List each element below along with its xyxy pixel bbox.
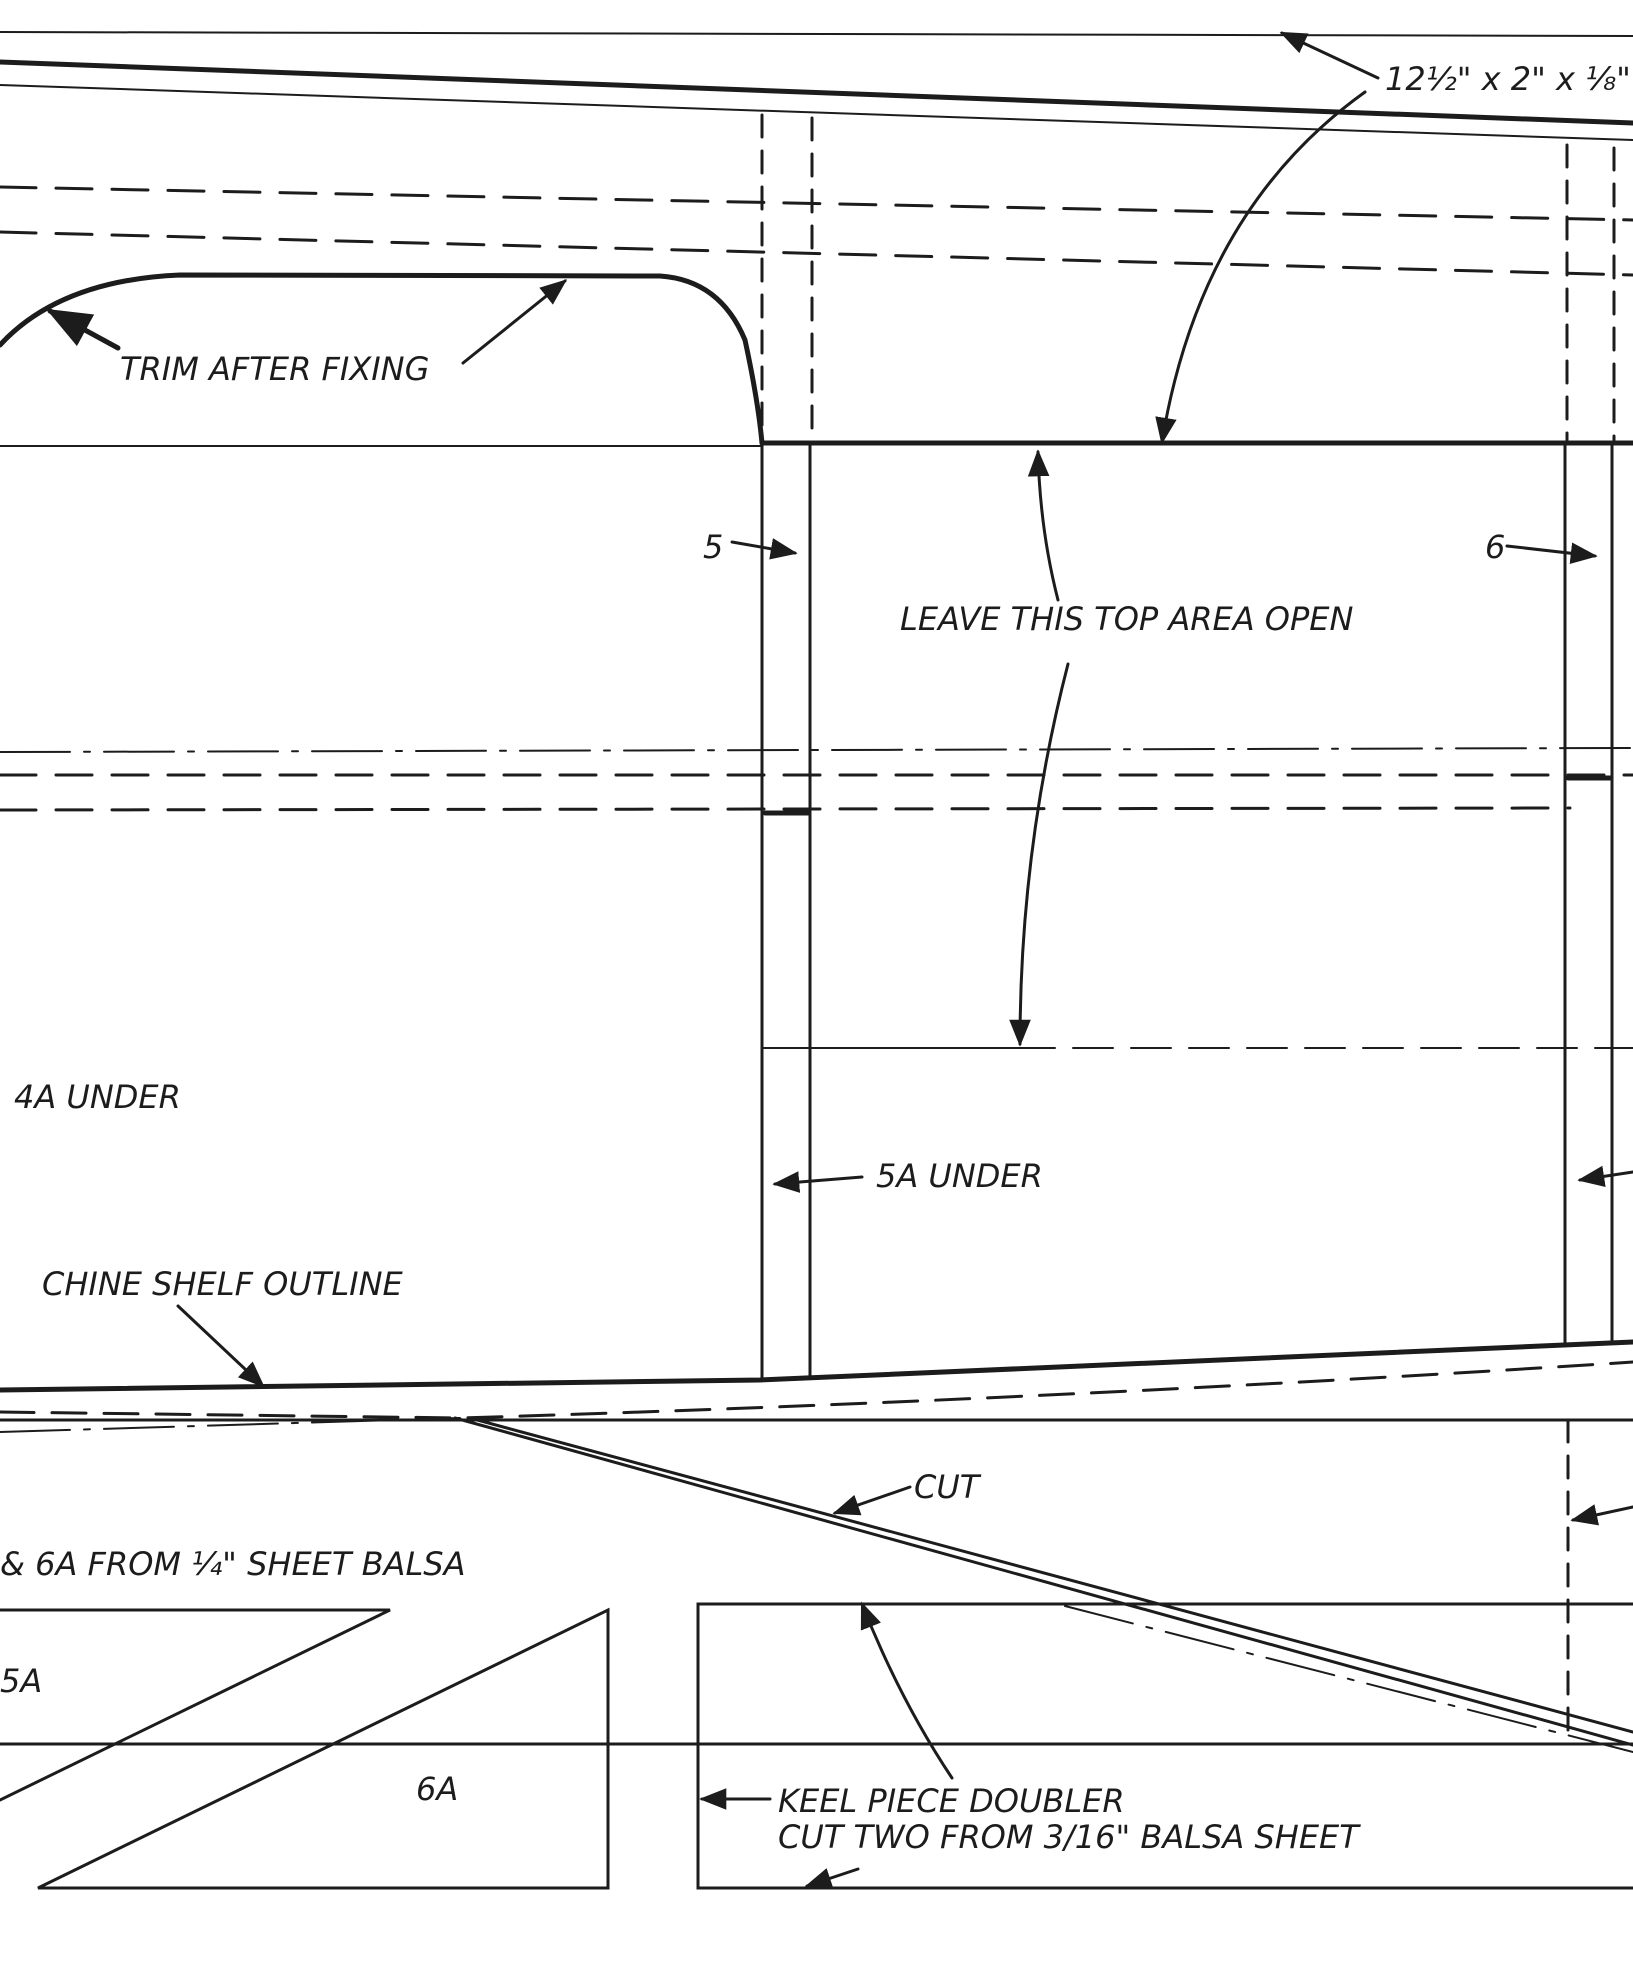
part-5a-label: 5A <box>0 1662 42 1700</box>
arrow-trim-right <box>461 279 568 365</box>
sheet-balsa-label: & 6A FROM ¼" SHEET BALSA <box>0 1545 465 1583</box>
keel-doubler-outline <box>696 1602 1633 1890</box>
arrow-chine <box>176 1304 265 1388</box>
top-strip-thick-edge <box>0 59 1633 126</box>
cut-label: CUT <box>914 1468 982 1506</box>
keel-label-line2: CUT TWO FROM 3/16" BALSA SHEET <box>778 1818 1361 1856</box>
hidden-line-mid-2 <box>0 806 1572 812</box>
arrow-6a-under <box>1577 1165 1633 1188</box>
top-strip-thin-edge <box>0 84 1633 141</box>
cut-line-a <box>453 1416 1633 1747</box>
chine-dashed-edge <box>0 1360 1633 1420</box>
part-6a-triangle <box>37 1607 610 1890</box>
cut-line-b <box>468 1416 1633 1734</box>
arrow-lower-right <box>1570 1504 1633 1526</box>
chine-dash-dot <box>0 1417 461 1433</box>
arrow-material-down <box>1155 90 1367 445</box>
arrow-leave-open-down <box>1009 662 1070 1047</box>
under-4a-label: 4A UNDER <box>14 1078 181 1116</box>
leave-open-label: LEAVE THIS TOP AREA OPEN <box>900 600 1353 638</box>
centre-line-upper <box>0 747 1633 753</box>
former-5-label: 5 <box>703 528 723 566</box>
arrow-former-5 <box>730 538 798 560</box>
material-note-label: 12½" x 2" x ⅛" AF <box>1385 60 1633 98</box>
arrow-former-6 <box>1505 542 1598 564</box>
under-5a-label: 5A UNDER <box>876 1157 1043 1195</box>
chine-shelf-outline <box>0 1339 1633 1393</box>
arrow-5a-under <box>772 1171 864 1193</box>
arrow-keel-bottom <box>804 1867 860 1889</box>
former-6-label: 6 <box>1485 528 1505 566</box>
arrow-keel-up <box>860 1601 954 1780</box>
cut-dash-dot <box>1064 1605 1633 1753</box>
arrow-trim-left <box>46 308 121 351</box>
arrow-cut <box>832 1485 912 1516</box>
hidden-line-upper-2 <box>0 230 1633 277</box>
trim-label: TRIM AFTER FIXING <box>120 350 429 388</box>
keel-label-line1: KEEL PIECE DOUBLER <box>778 1782 1125 1820</box>
top-border-line <box>0 31 1633 37</box>
arrow-material-top <box>1279 31 1380 80</box>
hidden-line-upper-1 <box>0 185 1633 222</box>
part-5a-triangle <box>0 1608 391 1802</box>
trim-curve <box>0 272 765 446</box>
part-6a-label: 6A <box>416 1770 458 1808</box>
chine-label: CHINE SHELF OUTLINE <box>42 1265 404 1303</box>
arrow-leave-open-up <box>1027 449 1060 602</box>
